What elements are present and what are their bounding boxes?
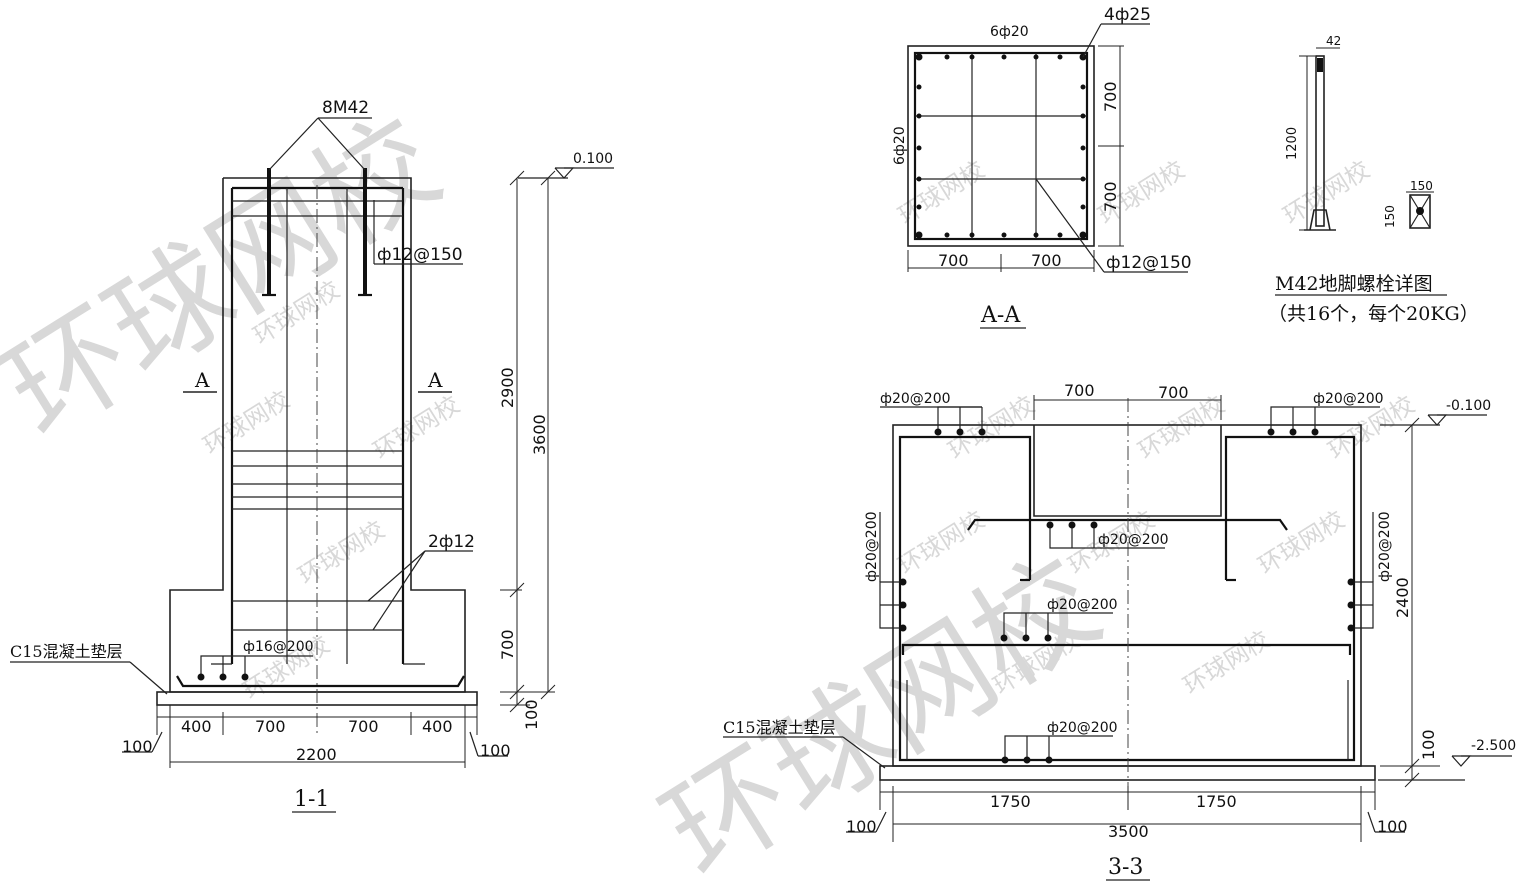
label-mid-lower: ф20@200 [1047,597,1118,613]
label-top-right: ф20@200 [1313,391,1384,407]
watermark: 环球网校 [943,390,1039,465]
column-outline [907,45,1095,247]
column-opening [1033,425,1222,517]
dim-3600: 3600 [530,414,549,455]
watermark: 环球网校 [293,515,389,590]
plate-h: 150 [1383,205,1397,228]
elevation-top: 0.100 [573,151,613,167]
top-dim-700-a: 700 [1064,381,1095,400]
section-mark-a: A [194,368,210,392]
dim-2400: 2400 [1393,577,1412,618]
label-side-left: ф20@200 [864,511,880,582]
bedding-label: C15混凝土垫层 [10,642,123,661]
bolt-dim-length: 1200 [1285,127,1300,160]
watermark: 环球网校 [368,390,464,465]
watermark: 环球网校 [1178,625,1274,700]
dim-400-right: 400 [422,717,453,736]
dim-2900: 2900 [498,367,517,408]
watermark: 环球网校 [198,385,294,460]
watermark: 环球网校 [1253,505,1349,580]
dim-1750-left: 1750 [990,792,1031,811]
dim-1750-right: 1750 [1196,792,1237,811]
stirrup-label: ф12@150 [1106,253,1192,273]
dim-700-c: 700 [1101,81,1120,112]
corner-bars-label: 4ф25 [1104,5,1151,25]
watermark: 环球网校 [1278,155,1374,230]
dim-700-right: 700 [348,717,379,736]
watermarks: 环球网校 环球网校 环球网校 环球网校 环球网校 环球网校 环球网校 环球网校 … [0,92,1420,889]
dim-100-right: 100 [480,741,511,760]
anchor-plate [1409,194,1431,229]
section-mark-a: A [427,368,443,392]
label-side-right: ф20@200 [1377,511,1393,582]
dim-700-a: 700 [938,251,969,270]
plate-w: 150 [1410,179,1433,193]
section-title-3-3: 3-3 [1108,855,1143,880]
dim-3500: 3500 [1108,822,1149,841]
stirrup-label: ф12@150 [377,245,463,265]
dim-700-left: 700 [255,717,286,736]
elevation-bottom: -2.500 [1471,738,1516,754]
section-1-1: 8M42 ф12@150 A A 2ф12 ф16@200 C15混凝土垫层 0… [10,98,614,813]
dim-700-b: 700 [1031,251,1062,270]
watermark: 环球网校 [642,532,1123,889]
dim-400-left: 400 [181,717,212,736]
bolt-detail: 42 1200 150 150 M42地脚螺栓详图 （共16个，每个20KG） [1268,34,1479,325]
dim-100-left: 100 [122,737,153,756]
bar-label: 2ф12 [428,532,475,552]
dim-2200: 2200 [296,745,337,764]
label-top-left: ф20@200 [880,391,951,407]
bolt-detail-title: M42地脚螺栓详图 [1275,273,1433,295]
side-bars-label: 6ф20 [892,126,908,165]
dim-100-right: 100 [1377,817,1408,836]
section-a-a: 6ф20 4ф25 6ф20 ф12@150 700 700 700 700 A… [892,5,1192,329]
label-mid-upper: ф20@200 [1098,532,1169,548]
section-3-3: 700 700 ф20@200 ф20@200 ф20@200 ф20 [723,381,1516,881]
bolt-label: 8M42 [322,98,369,118]
dim-100-v: 100 [1419,729,1438,760]
dim-100-left: 100 [846,817,877,836]
bolt-rod [1315,55,1325,227]
base-bar-label: ф16@200 [243,639,314,655]
dim-700: 700 [498,629,517,660]
bolt-detail-note: （共16个，每个20KG） [1268,303,1479,325]
watermark: 环球网校 [893,505,989,580]
label-bottom: ф20@200 [1047,720,1118,736]
section-title-1-1: 1-1 [294,787,329,812]
dim-100: 100 [522,699,541,730]
section-title-a-a: A-A [980,303,1021,328]
column-stirrup [913,51,1089,241]
top-dim-700-b: 700 [1158,383,1189,402]
bolt-dim-top: 42 [1326,34,1341,48]
elevation-top: -0.100 [1446,398,1491,414]
bedding-label: C15混凝土垫层 [723,718,836,737]
top-bars-label: 6ф20 [990,24,1029,40]
dim-700-d: 700 [1101,181,1120,212]
